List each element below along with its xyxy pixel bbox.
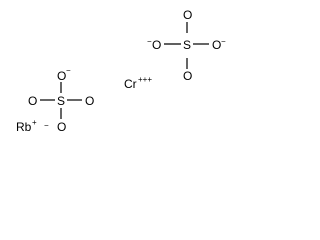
oxygen-top: O [183,8,192,22]
rubidium-symbol: Rb [16,120,32,134]
chromium-symbol: Cr [124,77,137,91]
oxygen-right: O [212,38,221,52]
sulfate-ion-lower: S O O O O − − [28,66,94,134]
negative-charge-top: − [66,66,71,75]
chromium-charge: +++ [138,75,152,84]
rubidium-charge: + [32,118,37,127]
sulfur-atom: S [183,38,191,52]
negative-charge-left: − [147,37,152,46]
negative-charge-bottom: − [44,121,49,130]
oxygen-bottom: O [57,120,66,134]
oxygen-left: O [152,38,161,52]
rubidium-ion: Rb + [16,118,37,134]
chromium-ion: Cr +++ [124,75,152,91]
sulfur-atom: S [57,94,65,108]
oxygen-bottom: O [183,69,192,83]
negative-charge-right: − [221,37,226,46]
oxygen-left: O [28,94,37,108]
structure-diagram: S O O O O − − Cr +++ S O O O O − − Rb + [16,8,226,134]
oxygen-top: O [57,69,66,83]
oxygen-right: O [85,94,94,108]
sulfate-ion-upper: S O O O O − − [147,8,226,83]
